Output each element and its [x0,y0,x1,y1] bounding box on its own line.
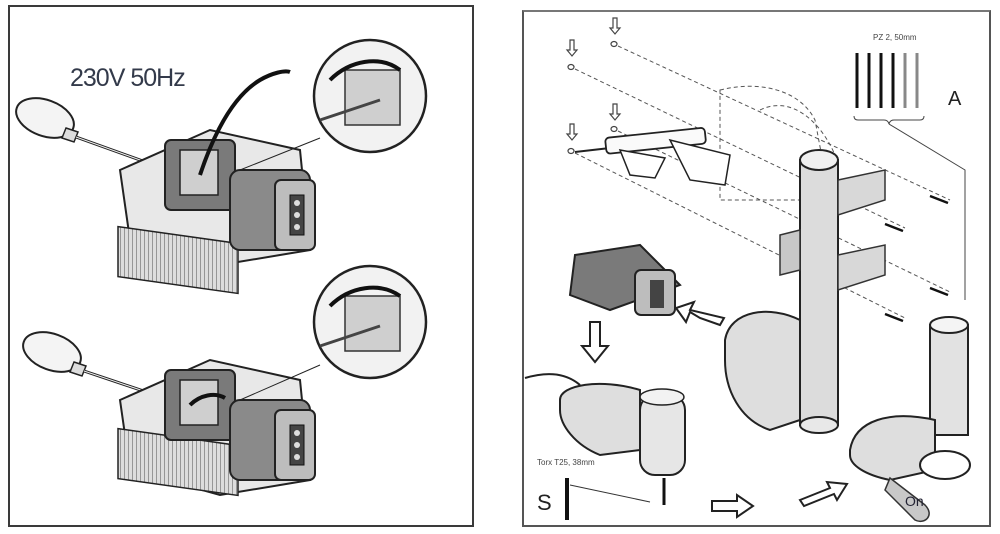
switch-on-label: On [905,493,924,509]
screwdriver-icon [15,97,191,180]
heater-unit-icon [117,358,316,497]
bracket-install-illustration [524,373,686,520]
arrow-left-icon [674,300,726,327]
heater-unit-icon [117,128,316,295]
step2-secure-illustration [22,264,428,497]
arrow-down-icon [579,321,611,364]
caulking-gun-icon [574,127,731,186]
down-arrow-icon [608,17,622,35]
down-arrow-icon [565,39,579,57]
pipe-mount-illustration [724,105,886,434]
down-arrow-icon [565,123,579,141]
direction-arrows [579,300,849,519]
drill-hole-markers [565,17,622,155]
detail-zoom-circle [312,264,428,380]
arrow-right-icon [711,493,755,519]
down-arrow-icon [608,103,622,121]
voltage-label: 230V 50Hz [70,64,186,92]
wall-screws [884,194,949,323]
heater-module-icon [568,243,682,316]
screw-set-a-icon [853,53,966,300]
hand-pressing-icon [884,476,930,522]
screw-s-label: S [537,490,552,515]
final-assembly-illustration [849,316,971,522]
screw-s-spec-label: Torx T25, 38mm [537,458,595,467]
screw-a-spec-label: PZ 2, 50mm [873,33,917,42]
detail-zoom-circle [312,38,428,154]
screw-a-label: A [948,88,962,110]
step1-connect-illustration [15,38,428,295]
power-cable-icon [198,69,291,176]
arrow-up-right-icon [798,480,849,508]
alignment-guide-lines [574,45,951,319]
